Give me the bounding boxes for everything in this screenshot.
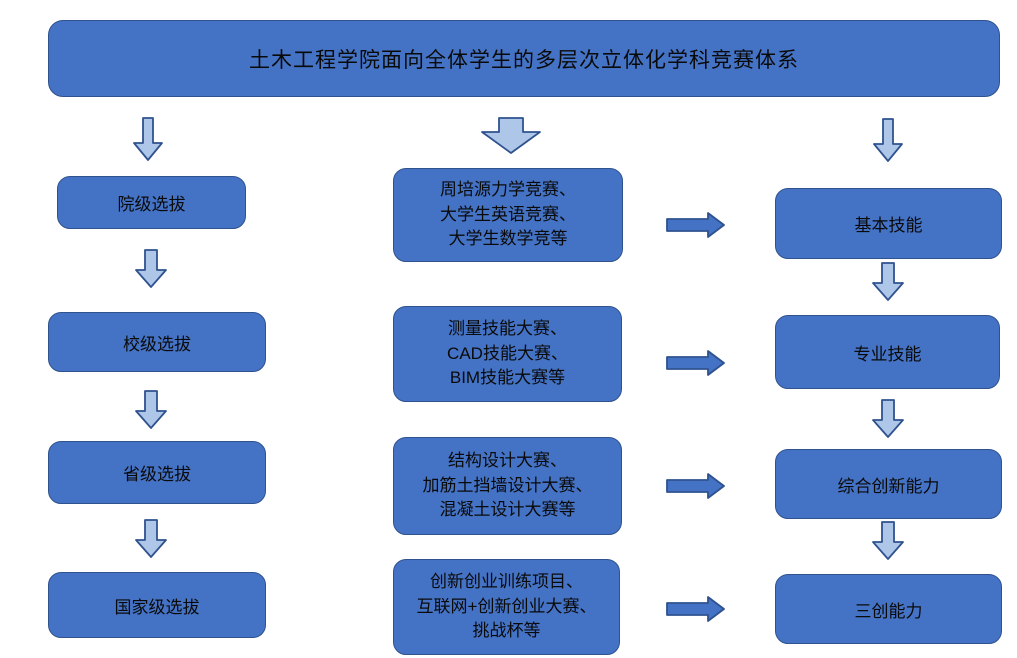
right-arrow-icon [666,212,726,238]
down-arrow-icon [480,117,542,154]
right-arrow-icon [666,596,726,622]
box-label: 综合创新能力 [837,476,940,496]
down-arrow-icon [135,249,167,288]
down-arrow-icon [873,118,903,162]
box-professional-skills: 专业技能 [775,315,1000,389]
box-basic-competitions: 周培源力学竞赛、 大学生英语竞赛、 大学生数学竞等 [393,168,623,262]
box-innovation-competitions: 创新创业训练项目、 互联网+创新创业大赛、 挑战杯等 [393,559,620,655]
box-label: 院级选拔 [117,195,186,214]
box-label: 专业技能 [853,344,922,364]
box-provincial-selection: 省级选拔 [48,441,266,504]
down-arrow-icon [135,390,167,429]
box-line: 创新创业训练项目、 [430,572,583,592]
box-three-innovation-ability: 三创能力 [775,574,1002,644]
box-line: 大学生数学竞等 [448,229,568,249]
box-line: 互联网+创新创业大赛、 [416,596,597,616]
box-line: 加筋土挡墙设计大赛、 [422,475,593,495]
down-arrow-icon [872,521,904,560]
down-arrow-icon [872,399,904,438]
down-arrow-icon [872,262,904,301]
box-label: 国家级选拔 [114,597,200,617]
box-school-selection: 校级选拔 [48,312,266,372]
box-line: 测量技能大赛、 [448,319,567,339]
box-line: 挑战杯等 [472,621,541,641]
box-national-selection: 国家级选拔 [48,572,266,638]
box-label: 基本技能 [854,216,923,235]
box-skill-competitions: 测量技能大赛、 CAD技能大赛、 BIM技能大赛等 [393,306,622,402]
box-line: 混凝土设计大赛等 [439,500,576,520]
box-line: BIM技能大赛等 [449,368,566,388]
box-line: 结构设计大赛、 [448,451,567,471]
down-arrow-icon [135,519,167,558]
box-line: 大学生英语竞赛、 [440,204,576,224]
box-label: 省级选拔 [123,465,191,484]
box-college-selection: 院级选拔 [57,176,246,229]
box-line: 周培源力学竞赛、 [440,180,576,200]
box-label: 三创能力 [854,601,923,621]
box-line: CAD技能大赛、 [447,343,568,363]
box-comprehensive-innovation-ability: 综合创新能力 [775,449,1002,519]
box-basic-skills: 基本技能 [775,188,1002,259]
down-arrow-icon [133,117,163,161]
title-box: 土木工程学院面向全体学生的多层次立体化学科竞赛体系 [48,20,1000,97]
diagram-title: 土木工程学院面向全体学生的多层次立体化学科竞赛体系 [249,48,799,72]
right-arrow-icon [666,350,726,376]
box-label: 校级选拔 [123,334,191,354]
right-arrow-icon [666,473,726,499]
box-design-competitions: 结构设计大赛、 加筋土挡墙设计大赛、 混凝土设计大赛等 [393,437,622,535]
